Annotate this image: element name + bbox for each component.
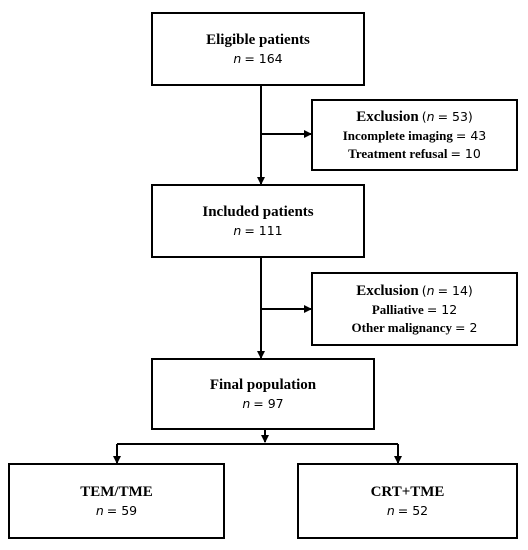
exclusion-2-item: Palliative = 12 (372, 301, 457, 319)
crt-count-value: = 52 (397, 503, 429, 518)
exclusion-1-item-value: = 10 (450, 146, 481, 161)
exclusion-1-item-label: Treatment refusal (348, 146, 448, 161)
exclusion-2-open-paren: ( (421, 283, 427, 298)
exclusion-1-item-value: = 43 (455, 128, 487, 143)
exclusion-1-box: Exclusion ( n = 53) Incomplete imaging =… (311, 99, 518, 171)
exclusion-2-item-label: Palliative (371, 302, 424, 317)
exclusion-1-item-label: Incomplete imaging (342, 128, 453, 143)
final-count: n = 97 (242, 395, 283, 412)
eligible-count-value: = 164 (244, 51, 283, 66)
exclusion-2-box: Exclusion ( n = 14) Palliative = 12 Othe… (311, 272, 518, 346)
exclusion-1-item: Treatment refusal = 10 (348, 145, 481, 163)
exclusion-2-count-value: = 14) (437, 283, 473, 298)
included-title: Included patients (202, 204, 314, 220)
exclusion-2-n-label: n (426, 283, 435, 298)
crt-title: CRT+TME (370, 484, 445, 500)
crt-count: n = 52 (387, 502, 428, 519)
eligible-count: n = 164 (233, 50, 282, 67)
exclusion-2-item: Other malignancy = 2 (352, 319, 478, 337)
exclusion-2-count: ( n = 14) (422, 281, 473, 300)
final-population-box: Final population n = 97 (151, 358, 375, 430)
eligible-patients-box: Eligible patients n = 164 (151, 12, 365, 86)
eligible-n-label: n (233, 51, 242, 66)
crt-tme-box: CRT+TME n = 52 (297, 463, 518, 539)
exclusion-1-count-value: = 53) (437, 109, 473, 124)
crt-n-label: n (386, 503, 395, 518)
final-title: Final population (209, 377, 317, 393)
included-count-value: = 111 (244, 223, 283, 238)
tem-count-value: = 59 (106, 503, 138, 518)
tem-count: n = 59 (96, 502, 137, 519)
included-patients-box: Included patients n = 111 (151, 184, 365, 258)
exclusion-1-count: ( n = 53) (422, 107, 473, 126)
tem-title: TEM/TME (80, 484, 153, 500)
exclusion-2-title: Exclusion (356, 283, 419, 299)
exclusion-1-item: Incomplete imaging = 43 (343, 127, 487, 145)
included-count: n = 111 (233, 222, 282, 239)
exclusion-2-item-value: = 2 (455, 320, 478, 335)
included-n-label: n (233, 223, 242, 238)
tem-n-label: n (95, 503, 104, 518)
tem-tme-box: TEM/TME n = 59 (8, 463, 225, 539)
exclusion-2-item-value: = 12 (426, 302, 458, 317)
exclusion-2-item-label: Other malignancy (351, 320, 453, 335)
exclusion-1-heading: Exclusion ( n = 53) (356, 107, 473, 127)
exclusion-1-title: Exclusion (356, 109, 419, 125)
final-n-label: n (242, 396, 251, 411)
exclusion-1-open-paren: ( (421, 109, 427, 124)
eligible-title: Eligible patients (206, 32, 310, 48)
exclusion-2-heading: Exclusion ( n = 14) (356, 281, 473, 301)
final-count-value: = 97 (253, 396, 284, 411)
exclusion-1-n-label: n (426, 109, 435, 124)
